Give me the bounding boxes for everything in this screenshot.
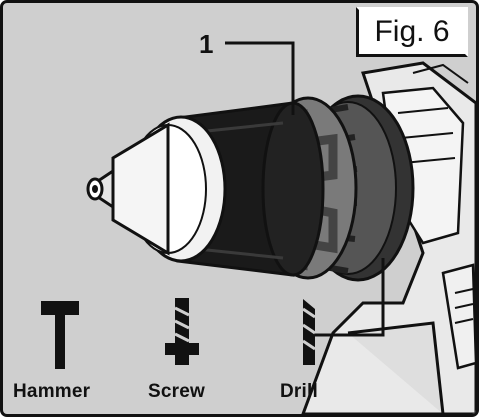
drill-illustration — [41, 41, 476, 414]
leader-lines — [225, 41, 385, 337]
chuck — [86, 101, 325, 277]
mode-label-screw: Screw — [148, 381, 205, 402]
figure-label: Fig. 6 — [356, 7, 468, 57]
drill-bit-icon — [302, 299, 316, 365]
mode-label-drill: Drill — [280, 381, 318, 402]
callout-1-leader — [225, 41, 295, 115]
callout-number: 1 — [199, 29, 214, 59]
hammer-icon — [41, 301, 79, 369]
mode-selector-leader — [313, 258, 385, 337]
screw-bit-icon — [165, 298, 199, 365]
mode-label-hammer: Hammer — [13, 381, 91, 402]
